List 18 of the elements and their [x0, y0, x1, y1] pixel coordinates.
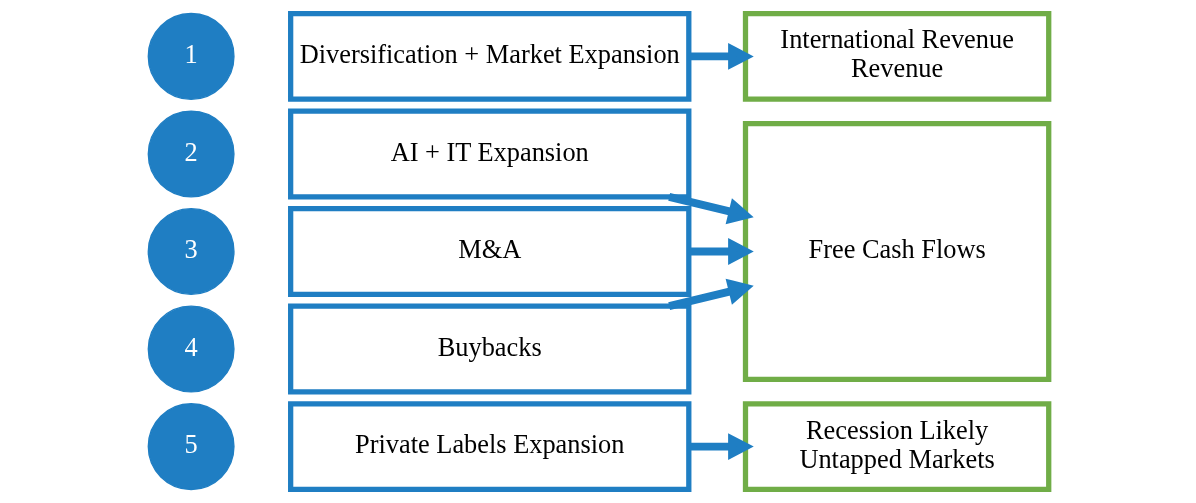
node-box: Buybacks	[287, 303, 691, 395]
arrow	[667, 193, 754, 225]
node-circle: 1	[147, 12, 235, 100]
node-circle: 4	[147, 305, 235, 393]
node-box: Diversification + Market Expansion	[287, 10, 691, 102]
arrow	[688, 42, 754, 70]
node-box: Free Cash Flows	[742, 121, 1051, 382]
node-box: International Revenue Revenue	[742, 10, 1051, 102]
arrow	[667, 278, 754, 310]
arrow	[688, 433, 754, 461]
arrow	[688, 238, 754, 265]
node-box: AI + IT Expansion	[287, 108, 691, 200]
node-circle: 3	[147, 208, 235, 295]
node-box: Private Labels Expansion	[287, 401, 691, 493]
node-circle: 5	[147, 403, 235, 491]
node-box: M&A	[287, 206, 691, 297]
node-box: Recession Likely Untapped Markets	[742, 401, 1051, 493]
node-circle: 2	[147, 110, 235, 198]
